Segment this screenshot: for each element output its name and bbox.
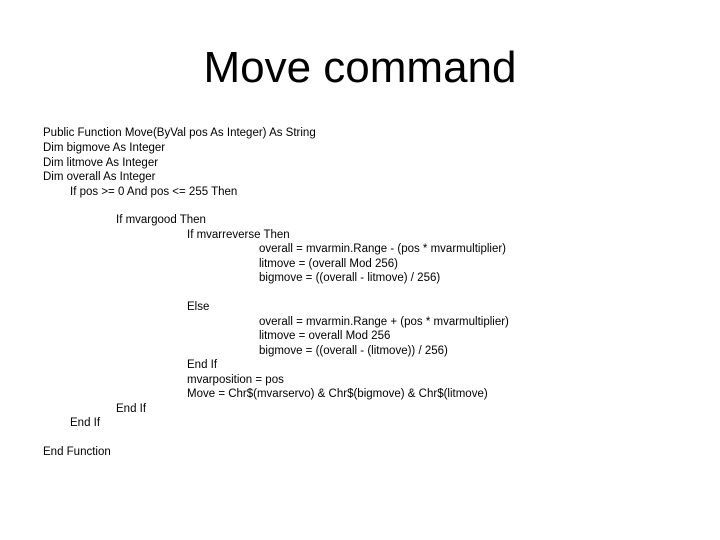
code-line: End Function <box>43 446 111 458</box>
code-line: If pos >= 0 And pos <= 255 Then <box>70 186 238 198</box>
code-line: litmove = overall Mod 256 <box>259 330 391 342</box>
slide-title: Move command <box>203 43 517 92</box>
code-line: Dim overall As Integer <box>43 171 156 183</box>
code-line: Public Function Move(ByVal pos As Intege… <box>43 127 316 139</box>
code-line: Move = Chr$(mvarservo) & Chr$(bigmove) &… <box>187 388 488 400</box>
code-line: If mvargood Then <box>116 214 206 226</box>
code-line: overall = mvarmin.Range - (pos * mvarmul… <box>259 243 507 255</box>
code-line: bigmove = ((overall - litmove) / 256) <box>259 272 441 284</box>
code-line: bigmove = ((overall - (litmove)) / 256) <box>259 345 448 357</box>
code-line: mvarposition = pos <box>187 374 284 386</box>
code-line: overall = mvarmin.Range + (pos * mvarmul… <box>259 316 509 328</box>
code-line: litmove = (overall Mod 256) <box>259 258 399 270</box>
code-line: End If <box>187 359 218 371</box>
code-line: Else <box>187 301 210 313</box>
code-line: Dim bigmove As Integer <box>43 142 166 154</box>
code-line: If mvarreverse Then <box>187 229 290 241</box>
code-line: Dim litmove As Integer <box>43 157 159 169</box>
code-line: End If <box>116 403 147 415</box>
code-line: End If <box>70 417 101 429</box>
